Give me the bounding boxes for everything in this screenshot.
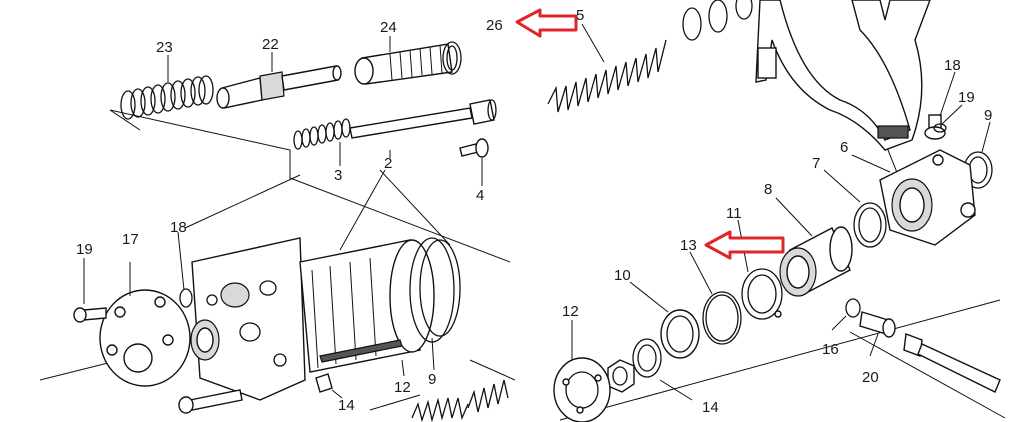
leader-lines	[83, 23, 991, 401]
upper-rings	[682, 0, 753, 41]
spring-5	[547, 39, 667, 113]
label-19-right: 19	[958, 89, 975, 106]
label-3: 3	[334, 167, 342, 184]
piston-rod-22	[216, 65, 342, 109]
label-26: 26	[486, 17, 503, 34]
label-12-right: 12	[562, 303, 579, 320]
label-14-left: 14	[338, 397, 355, 414]
fitting-20	[845, 298, 1001, 393]
sleeve-24	[354, 43, 453, 85]
label-5: 5	[576, 7, 584, 24]
shift-fork	[755, 0, 931, 151]
label-12-left: 12	[394, 379, 411, 396]
lower-springs	[411, 379, 509, 422]
label-16: 16	[822, 341, 839, 358]
label-7: 7	[812, 155, 820, 172]
label-17: 17	[122, 231, 139, 248]
cover-12-right	[553, 357, 611, 422]
bolt-lower-left	[178, 389, 243, 414]
highlight-arrow-13	[704, 230, 785, 260]
label-20: 20	[862, 369, 879, 386]
label-11: 11	[726, 205, 742, 222]
set-screw-right	[924, 114, 947, 140]
cylinder-housing	[191, 237, 461, 401]
seal-10	[660, 309, 700, 359]
bolt-14-left	[315, 373, 333, 393]
label-23: 23	[156, 39, 173, 56]
label-22: 22	[262, 36, 279, 53]
bolt-19-left	[73, 307, 107, 323]
o-ring-18-left	[179, 288, 220, 361]
label-4: 4	[476, 187, 484, 204]
label-9-bottom: 9	[428, 371, 436, 388]
guide-lines	[39, 109, 1006, 421]
snap-ring-11	[741, 268, 783, 320]
label-19-left: 19	[76, 241, 93, 258]
label-18-left: 18	[170, 219, 187, 236]
label-10: 10	[614, 267, 631, 284]
label-8: 8	[764, 181, 772, 198]
highlight-arrow-26	[515, 8, 578, 38]
washer-14-right	[632, 338, 662, 378]
label-9-top: 9	[984, 107, 992, 124]
label-24: 24	[380, 19, 397, 36]
nut	[607, 359, 635, 393]
housing-6	[879, 149, 976, 246]
label-13: 13	[680, 237, 697, 254]
part-labels: 26 24 22 23 5 2 3 4 17 18 19 9 12 14 12 …	[76, 7, 992, 416]
ring-26	[442, 41, 462, 75]
label-18-right: 18	[944, 57, 961, 74]
piston-8	[779, 226, 853, 297]
spring-23	[120, 75, 214, 120]
label-14-right: 14	[702, 399, 719, 416]
pipe-2	[349, 99, 497, 139]
label-2: 2	[384, 155, 392, 172]
ring-7	[853, 202, 887, 248]
spring-3	[293, 118, 351, 150]
o-ring-13	[702, 291, 742, 345]
flange-17	[99, 289, 191, 387]
bolt-4	[459, 138, 489, 158]
label-6: 6	[840, 139, 848, 156]
